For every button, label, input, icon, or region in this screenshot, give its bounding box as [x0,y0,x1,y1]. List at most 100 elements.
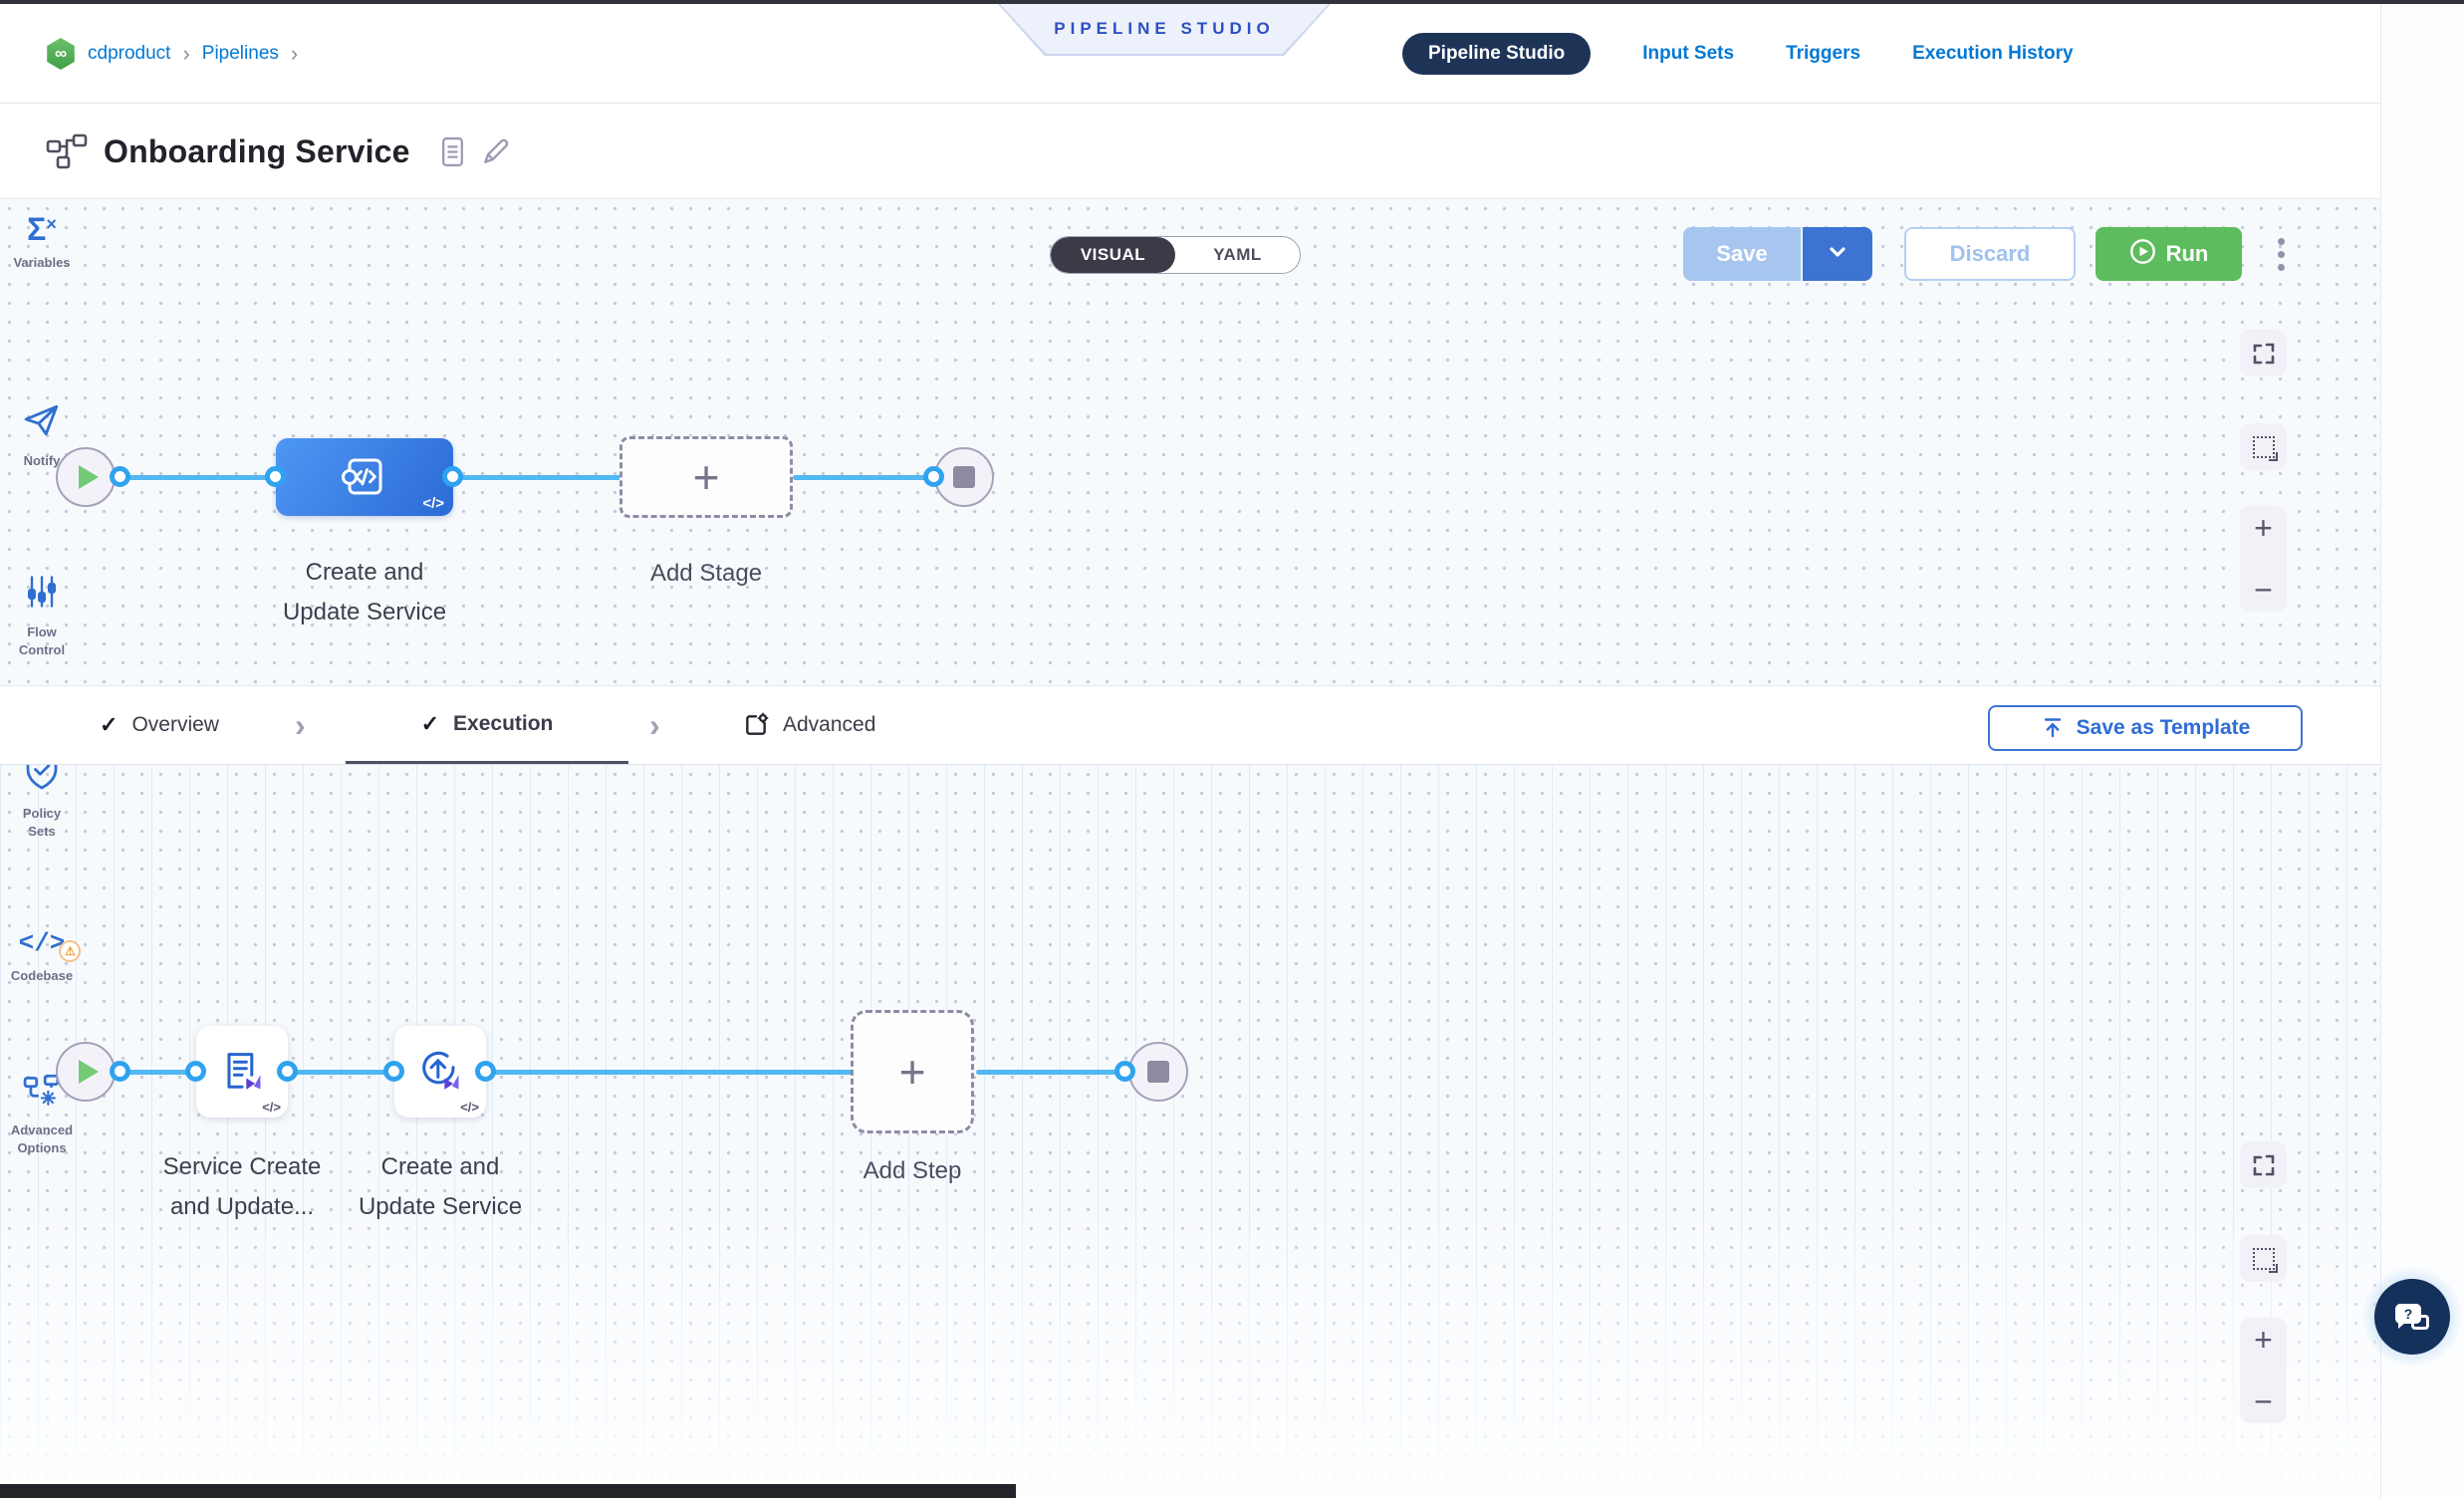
tab-pipeline-studio[interactable]: Pipeline Studio [1402,33,1592,75]
breadcrumb-project-link[interactable]: cdproduct [88,43,171,64]
check-icon: ✓ [100,712,119,737]
sidebar-item-advanced-options[interactable]: Advanced Options [0,1074,84,1156]
connector-port[interactable] [185,1061,206,1082]
fullscreen-icon [2253,343,2274,364]
stop-icon [1147,1061,1169,1083]
tab-execution[interactable]: ✓ Execution [346,686,628,764]
stage-code-badge: </> [422,495,444,512]
add-step-button[interactable]: + [851,1010,974,1133]
connector-port[interactable] [265,466,286,487]
more-options-kebab-icon[interactable] [2266,227,2296,281]
connector-port[interactable] [110,466,130,487]
edit-pencil-icon[interactable] [481,136,511,166]
harness-logo-icon[interactable]: ∞ [47,38,75,70]
toggle-yaml[interactable]: YAML [1213,245,1262,264]
canvas-fit-view-button[interactable] [2240,1141,2287,1188]
connector-line [976,1070,1125,1075]
connector-port[interactable] [110,1061,130,1082]
pipeline-end-node [934,447,994,507]
execution-end-node [1128,1042,1188,1102]
bottom-taskbar-fragment [0,1484,1016,1498]
step-node-service-create-and-update[interactable]: </> [196,1026,288,1118]
play-icon [78,465,99,489]
stop-icon [953,466,975,488]
visual-yaml-toggle: VISUAL YAML [1050,236,1301,274]
connector-port[interactable] [923,466,944,487]
pipeline-header: Onboarding Service VISUAL YAML Save Dis [0,104,2380,281]
zoom-out-button[interactable]: − [2254,572,2273,608]
header-actions: Save Discard Run [1683,227,2296,281]
canvas-zoom-controls: + − [2240,506,2287,612]
connector-port[interactable] [1114,1061,1135,1082]
canvas-fit-view-button[interactable] [2240,330,2287,376]
tab-separator-chevron-icon: › [649,706,660,743]
stage-label: Create and Update Service [282,559,447,625]
chevron-down-icon [1826,240,1849,269]
variables-sigma-icon: Σ × [27,211,57,247]
connector-line [120,1070,199,1075]
stage-node-create-and-update-service[interactable]: </> [276,438,453,516]
description-doc-icon[interactable] [440,136,465,167]
save-dropdown-button[interactable] [1801,227,1872,281]
tab-advanced[interactable]: Advanced [743,686,875,764]
connector-line [793,475,934,480]
tab-separator-chevron-icon: › [295,706,306,743]
help-chat-button[interactable]: ? [2374,1279,2450,1355]
execution-canvas[interactable] [0,765,2380,1498]
pipeline-studio-banner: PIPELINE STUDIO [998,4,1331,56]
run-play-icon [2129,238,2156,271]
add-stage-label: Add Stage [649,560,763,587]
connector-port[interactable] [277,1061,298,1082]
top-nav-bar: ∞ cdproduct › Pipelines › PIPELINE STUDI… [0,4,2380,104]
connector-port[interactable] [475,1061,496,1082]
play-icon [78,1060,99,1084]
save-as-template-button[interactable]: Save as Template [1988,705,2303,751]
breadcrumb-separator-icon: › [182,41,190,66]
zoom-in-button[interactable]: + [2254,1322,2273,1358]
paper-plane-icon [23,402,61,443]
tab-overview[interactable]: ✓ Overview [100,712,219,737]
connector-line [288,1070,397,1075]
run-button[interactable]: Run [2095,227,2242,281]
run-button-label: Run [2165,241,2209,266]
step-node-create-and-update-service[interactable]: </> [394,1026,486,1118]
add-stage-button[interactable]: + [619,436,793,518]
tab-input-sets[interactable]: Input Sets [1642,43,1735,64]
connector-port[interactable] [442,466,463,487]
step-label: Create and Update Service [358,1153,523,1220]
zoom-in-button[interactable]: + [2254,510,2273,546]
tab-execution-history[interactable]: Execution History [1912,43,2074,64]
breadcrumb-pipelines-link[interactable]: Pipelines [201,43,279,64]
sidebar-item-codebase[interactable]: </> ⚠ Codebase [0,928,84,985]
sidebar-item-flow-control[interactable]: Flow Control [0,574,84,658]
zoom-out-button[interactable]: − [2254,1383,2273,1419]
step-code-badge: </> [262,1100,281,1115]
canvas-zoom-controls: + − [2240,1318,2287,1423]
discard-button[interactable]: Discard [1904,227,2076,281]
execution-start-node [56,1042,116,1102]
codebase-code-icon: </> ⚠ [19,928,82,962]
custom-stage-icon [342,458,382,495]
upload-icon [2041,716,2065,740]
toggle-visual[interactable]: VISUAL [1051,237,1175,273]
sidebar-item-variables[interactable]: Σ × Variables [13,211,71,270]
script-step-icon [227,1053,261,1090]
chat-question-icon: ? [2395,1304,2429,1330]
sidebar-item-policy-sets[interactable]: Policy Sets [0,753,84,840]
pipeline-flowchart-icon [46,133,88,169]
save-button[interactable]: Save [1683,227,1801,281]
sidebar-item-notify[interactable]: Notify [0,402,84,470]
add-step-label: Add Step [862,1157,962,1184]
connector-line [453,475,622,480]
breadcrumb: ∞ cdproduct › Pipelines › [46,4,298,104]
pipeline-start-node [56,447,116,507]
update-step-icon [422,1051,459,1090]
canvas-marquee-select-button[interactable] [2240,423,2287,470]
check-icon: ✓ [420,710,440,736]
tab-triggers[interactable]: Triggers [1786,43,1861,64]
canvas-marquee-select-button[interactable] [2240,1235,2287,1282]
stage-tab-bar: ✓ Overview › ✓ Execution › Advanced Save… [0,685,2380,765]
window-top-edge [0,0,2464,4]
connector-port[interactable] [383,1061,404,1082]
